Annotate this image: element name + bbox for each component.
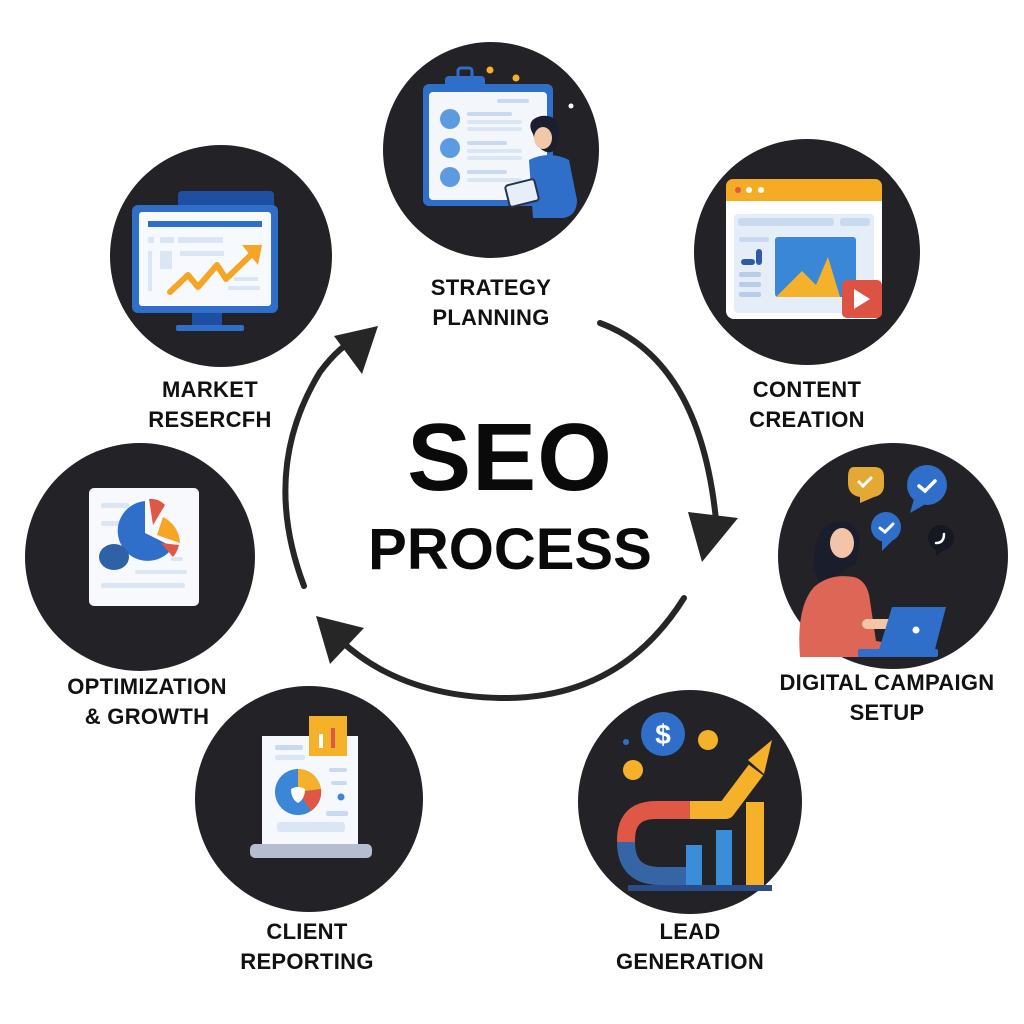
magnet-growth-chart-icon: $ — [617, 712, 772, 891]
step-client-reporting-circle — [195, 686, 423, 912]
browser-media-icon — [726, 179, 882, 319]
step-lead-generation-label: LEAD GENERATION — [615, 919, 765, 974]
step-strategy-planning-circle — [383, 42, 599, 258]
step-optimization-growth-label: OPTIMIZATION & GROWTH — [67, 674, 227, 729]
diagram-subtitle: PROCESS — [368, 517, 652, 582]
person-laptop-chat-icon — [799, 465, 954, 657]
step-lead-generation-circle: $ — [578, 690, 802, 914]
diagram-title: SEO — [407, 404, 613, 511]
document-pie-chart-icon — [89, 488, 199, 606]
report-pie-chart-icon — [250, 716, 372, 858]
step-content-creation-label: CONTENT CREATION — [749, 377, 865, 432]
svg-text:$: $ — [655, 719, 671, 750]
step-market-research-circle — [110, 145, 332, 367]
arrow-arc-left — [282, 332, 365, 589]
step-client-reporting-label: CLIENT REPORTING — [240, 919, 374, 974]
arrow-head-left — [334, 326, 378, 374]
step-optimization-growth-circle — [25, 443, 255, 671]
step-strategy-planning-label: STRATEGY PLANNING — [430, 275, 552, 330]
clipboard-person-icon — [423, 66, 577, 218]
arrow-head-bottom — [316, 616, 364, 664]
arrow-head-right — [688, 512, 738, 562]
step-content-creation-circle — [694, 139, 920, 365]
monitor-trend-icon — [132, 191, 278, 331]
step-market-research-label: MARKET RESERCFH — [148, 377, 272, 432]
arrow-arc-bottom — [337, 595, 687, 702]
step-digital-campaign-setup-label: DIGITAL CAMPAIGN SETUP — [779, 670, 995, 725]
arrow-arc-right — [597, 320, 719, 523]
step-digital-campaign-setup-circle — [778, 443, 1008, 669]
